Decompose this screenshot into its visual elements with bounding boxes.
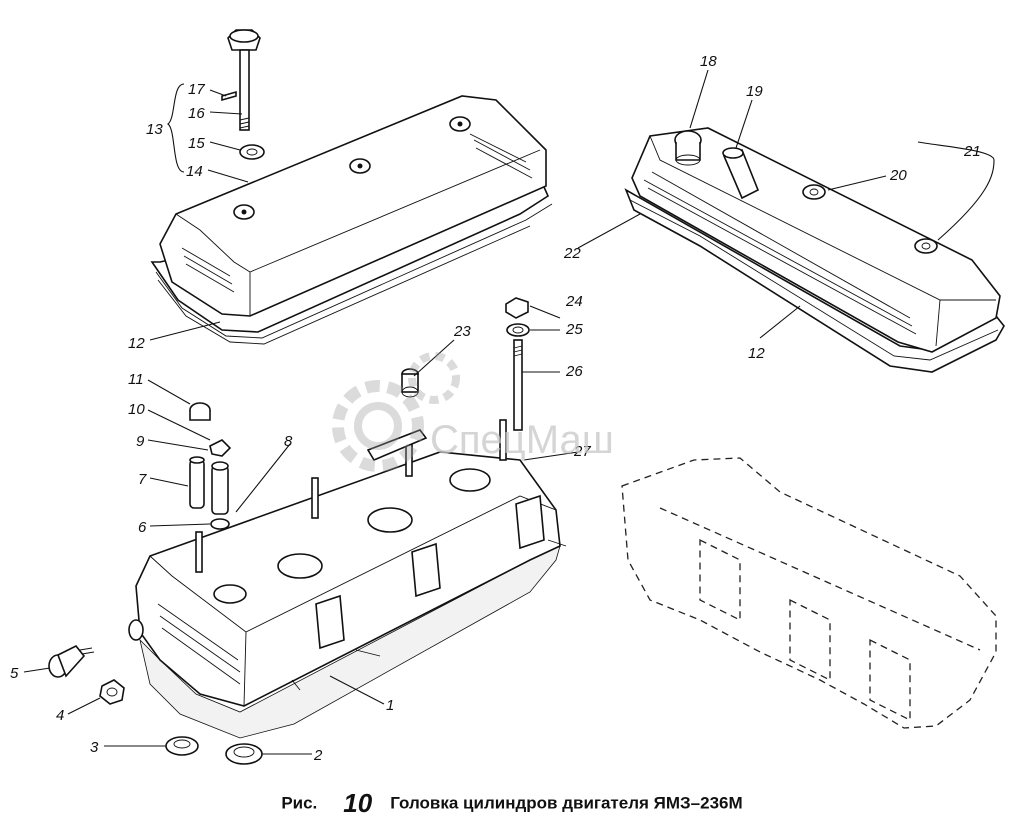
watermark-gear-icon (332, 352, 460, 472)
figure-caption: Рис. 10 Головка цилиндров двигателя ЯМЗ–23… (0, 788, 1024, 828)
engine-outline (621, 457, 997, 729)
callout-25: 25 (565, 321, 583, 338)
callout-9: 9 (136, 433, 145, 450)
caption-number: 10 (343, 788, 373, 818)
right-valve-cover (624, 127, 1005, 373)
cover-bolt-assembly (221, 29, 265, 160)
cylinder-head (128, 419, 567, 739)
callout-13: 13 (146, 121, 163, 138)
stud-and-fittings (366, 297, 530, 462)
callout-27: 27 (573, 443, 591, 460)
callout-6: 6 (138, 519, 147, 536)
watermark-text: СпецМаш (430, 418, 614, 462)
callout-4: 4 (56, 707, 64, 724)
callout-2: 2 (313, 747, 323, 764)
leader-lines (23, 69, 995, 755)
callout-18: 18 (700, 53, 717, 70)
caption-prefix: Рис. (281, 793, 318, 813)
callout-8: 8 (284, 433, 293, 450)
callout-14: 14 (186, 163, 203, 180)
callout-21: 21 (963, 143, 981, 160)
callout-10: 10 (128, 401, 145, 418)
callout-26: 26 (565, 363, 583, 380)
callout-23: 23 (453, 323, 471, 340)
callout-5: 5 (10, 665, 19, 682)
caption-title: Головка цилиндров двигателя ЯМЗ–236М (390, 793, 743, 813)
callout-15: 15 (188, 135, 205, 152)
callout-11: 11 (128, 371, 144, 388)
callout-12-right: 12 (748, 345, 765, 362)
callout-24: 24 (565, 293, 583, 310)
left-valve-cover (150, 95, 553, 345)
callout-22: 22 (563, 245, 581, 262)
callout-20: 20 (889, 167, 907, 184)
callout-19: 19 (746, 83, 763, 100)
callout-1: 1 (386, 697, 394, 714)
callout-16: 16 (188, 105, 205, 122)
small-parts (48, 402, 263, 765)
callout-12-left: 12 (128, 335, 145, 352)
callout-numbers: 1 2 3 4 5 6 7 8 9 10 11 12 12 13 14 15 1… (10, 53, 981, 764)
callout-7: 7 (138, 471, 147, 488)
callout-3: 3 (90, 739, 99, 756)
callout-17: 17 (188, 81, 205, 98)
